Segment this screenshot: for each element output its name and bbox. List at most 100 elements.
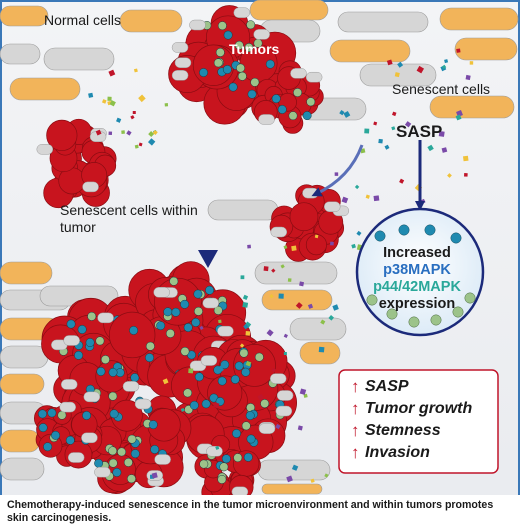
sasp-particle xyxy=(116,117,122,123)
senescent-cell-in-tumor xyxy=(36,144,54,155)
nucleus-blue xyxy=(129,325,139,335)
tumor-cluster xyxy=(170,334,298,469)
nucleus-green xyxy=(215,47,225,57)
sasp-particle xyxy=(295,302,303,309)
nucleus-blue xyxy=(96,367,106,376)
sasp-particle xyxy=(397,61,404,68)
expression-circle xyxy=(355,207,485,337)
figure-caption: Chemotherapy-induced senescence in the t… xyxy=(0,495,520,532)
nucleus-green xyxy=(250,77,260,87)
sasp-particle xyxy=(151,472,158,479)
sasp-particle xyxy=(152,129,158,136)
effect-item-invasion: ↑Invasion xyxy=(351,442,472,464)
normal-cell xyxy=(261,483,323,495)
nucleus-blue xyxy=(108,367,118,377)
sasp-particle xyxy=(280,264,285,269)
sasp-particle xyxy=(247,244,251,249)
sasp-particle xyxy=(147,138,156,146)
sasp-particle xyxy=(130,115,135,120)
sasp-particle xyxy=(343,110,351,118)
sasp-particle xyxy=(320,319,326,325)
nucleus-green xyxy=(145,341,155,351)
sasp-particle xyxy=(164,103,169,107)
nucleus-blue xyxy=(38,409,47,419)
nucleus-blue xyxy=(38,423,48,433)
sasp-particle xyxy=(108,69,116,77)
nucleus-green xyxy=(246,20,256,30)
arrows-layer xyxy=(198,140,425,268)
nucleus-blue xyxy=(85,338,95,347)
nucleus-blue xyxy=(374,230,386,242)
senescent-cell xyxy=(289,317,347,341)
sasp-particle xyxy=(121,130,125,134)
nucleus-green xyxy=(244,43,254,52)
sasp-particle xyxy=(88,92,94,98)
nucleus-blue xyxy=(51,430,61,440)
sasp-particle xyxy=(286,475,293,483)
nucleus-green xyxy=(117,447,127,457)
normal-cell xyxy=(0,429,41,453)
sasp-particle xyxy=(215,445,220,450)
nucleus-blue xyxy=(74,350,84,360)
senescent-cell-in-tumor xyxy=(67,452,85,463)
nucleus-green xyxy=(217,475,227,484)
sasp-particle xyxy=(283,333,288,338)
sasp-particle xyxy=(108,131,113,136)
sasp-particle xyxy=(278,293,284,299)
nucleus-green xyxy=(108,391,118,401)
circle-line-increased: Increased xyxy=(383,245,451,261)
normal-cell xyxy=(0,5,49,27)
sasp-particle xyxy=(447,173,452,178)
sasp-particle xyxy=(307,303,314,309)
nucleus-green xyxy=(408,316,420,328)
nucleus-green xyxy=(236,63,245,73)
sasp-particle xyxy=(373,121,378,126)
nucleus-blue xyxy=(156,321,166,331)
nucleus-green xyxy=(293,88,303,97)
senescent-cell-in-tumor xyxy=(97,312,114,324)
tumors-label: Tumors xyxy=(229,41,280,57)
nucleus-green xyxy=(464,292,476,304)
nucleus-blue xyxy=(112,468,122,477)
sasp-particle xyxy=(297,425,303,431)
sasp-particle xyxy=(162,378,169,385)
nucleus-blue xyxy=(145,353,154,363)
sasp-particle xyxy=(245,360,252,367)
tumor-cluster xyxy=(34,400,103,469)
sasp-particle xyxy=(456,110,463,117)
nucleus-blue xyxy=(450,232,462,244)
senescent-cell xyxy=(337,11,429,33)
sasp-particle xyxy=(356,230,362,236)
senescent-cell-in-tumor xyxy=(174,57,192,68)
nucleus-green xyxy=(288,111,298,121)
nucleus-green xyxy=(95,336,105,346)
senescent-cell-in-tumor xyxy=(94,466,111,478)
senescent-cell-in-tumor xyxy=(276,390,294,401)
tumor-cell xyxy=(289,202,319,232)
sasp-particle xyxy=(239,343,245,348)
sasp-particle xyxy=(245,331,251,336)
sasp-particle xyxy=(138,142,143,147)
nucleus-blue xyxy=(424,224,436,236)
senescent-within-tumor-label: Senescent cells within tumor xyxy=(60,202,198,235)
senescent-cell-in-tumor xyxy=(171,70,189,81)
nucleus-blue xyxy=(217,376,227,386)
nucleus-blue xyxy=(199,68,208,78)
sasp-particle xyxy=(243,324,249,330)
sasp-particle xyxy=(271,268,276,273)
nucleus-green xyxy=(199,459,209,469)
normal-cell xyxy=(119,9,183,33)
senescent-cell-in-tumor xyxy=(217,325,234,337)
nucleus-blue xyxy=(221,454,231,464)
nucleus-blue xyxy=(194,372,204,382)
sasp-particle xyxy=(324,473,329,478)
tumor-cell xyxy=(108,311,156,359)
sasp-label: SASP xyxy=(396,122,443,141)
nucleus-green xyxy=(100,355,110,364)
sasp-particle xyxy=(444,59,449,64)
sasp-particle xyxy=(271,367,277,373)
nucleus-blue xyxy=(246,434,256,444)
senescent-cell-in-tumor xyxy=(258,114,275,125)
nucleus-green xyxy=(386,308,398,320)
